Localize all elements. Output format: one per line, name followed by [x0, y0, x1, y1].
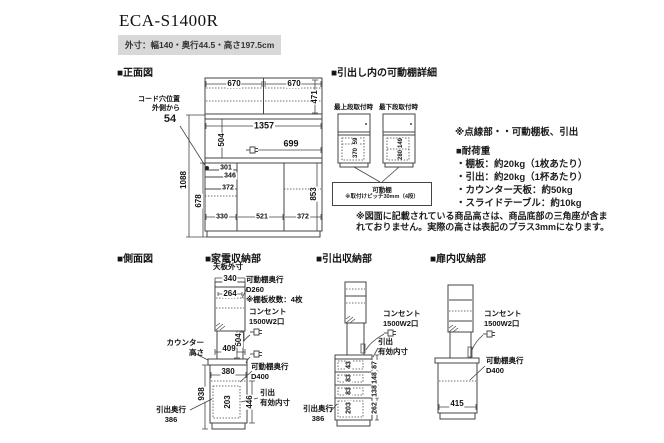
cord-hole-value: 54 — [163, 113, 177, 125]
door-dim-bottom-width: 415 — [449, 399, 465, 408]
movable-shelf-pitch-box: 可動棚 ※取付けピッチ30mm（4段） — [332, 182, 432, 206]
drawer-inner-dim-1: 43 — [345, 360, 353, 370]
side-dim-counter-height: 938 — [197, 386, 206, 402]
side-dim-lower-inner: 380 — [220, 367, 236, 376]
drawer-outer-dim-2: 148 — [371, 371, 379, 385]
front-dim-top-left: 670 — [226, 79, 242, 88]
side-view-drawing — [150, 262, 310, 440]
side-drawer-depth-label: 引出奥行 386 — [156, 405, 186, 424]
door-outlet-label: コンセント 1500W2口 — [484, 309, 522, 328]
drawer-clear-label: 引出 有効内寸 — [378, 337, 408, 356]
shelf-detail-drawing — [330, 100, 432, 208]
shelf-detail-right-dim-top: 149 — [398, 137, 404, 149]
drawer-outer-dim-1: 87 — [371, 360, 379, 370]
height-disclaimer-note: ※図面に記載されている商品高さは、商品底部の三角座が含ま れておりません。実際の… — [356, 211, 610, 232]
side-dim-top-width: 340 — [222, 274, 238, 283]
heading-front-view: ■正面図 — [117, 68, 154, 79]
shelf-detail-right-caption: 最下段取付時 — [379, 104, 418, 111]
drawer-outlet-label: コンセント 1500W2口 — [383, 309, 421, 328]
load-capacity-heading: ■耐荷重 — [456, 146, 491, 157]
shelf-detail-left-dim-top: 59 — [353, 137, 359, 145]
front-dim-counter-right: 699 — [282, 138, 300, 149]
front-dim-left-inner: 678 — [194, 193, 203, 209]
side-drawer-clear-label: 引出 有効内寸 — [260, 388, 290, 407]
heading-appliance-section: ■家電収納部 — [205, 254, 262, 265]
shelf-detail-right-dim-bottom: 280 — [398, 149, 404, 161]
shelf-detail-left-dim-bottom: 370 — [353, 147, 359, 159]
side-top-caption: 天板外寸 — [213, 262, 243, 271]
drawer-inner-dim-3: 83 — [345, 386, 353, 396]
product-model-title: ECA-S1400R — [119, 11, 219, 30]
dotted-line-note: ※点線部・・可動棚板、引出 — [455, 127, 579, 138]
side-dim-top-inner: 264 — [222, 289, 238, 298]
side-dim-drawer-height: 446 — [245, 394, 254, 410]
front-dim-middle-width: 1357 — [252, 120, 276, 131]
load-capacity-item-1: ・棚板：約20kg（1枚あたり） — [456, 159, 588, 170]
side-shelf-depth-bottom-label: 可動棚奥行 D400 — [251, 362, 289, 381]
drawer-outer-dim-3: 138 — [371, 384, 379, 398]
front-dim-open-height: 504 — [217, 132, 226, 148]
front-dim-shelf3: 372 — [221, 184, 235, 192]
pitch-box-note: ※取付けピッチ30mm（4段） — [345, 194, 419, 200]
front-dim-shelf2: 346 — [223, 172, 237, 180]
load-capacity-item-2: ・引出：約20kg（1杯あたり） — [456, 172, 588, 183]
front-dim-lower-height: 853 — [309, 186, 318, 202]
pitch-box-title: 可動棚 — [372, 186, 392, 194]
heading-shelf-detail: ■引出し内の可動棚詳細 — [331, 68, 438, 79]
side-dim-counter-depth: 409 — [221, 344, 237, 353]
heading-drawer-section: ■引出収納部 — [316, 254, 373, 265]
cord-hole-label: コード穴位置 外側から — [138, 96, 180, 113]
drawer-inner-dim-4: 203 — [345, 401, 353, 415]
drawer-depth-label: 引出奥行 386 — [303, 404, 333, 423]
front-dim-shelf1: 301 — [219, 164, 233, 172]
front-dim-top-right: 670 — [286, 79, 302, 88]
side-shelf-depth-top-label: 可動棚奥行 D260 ※棚板枚数：4枚 — [246, 275, 303, 304]
heading-door-section: ■扉内収納部 — [430, 254, 487, 265]
door-view-drawing — [425, 262, 540, 427]
front-dim-bottom-right: 372 — [296, 213, 310, 221]
load-capacity-item-4: ・スライドテーブル：約10kg — [456, 198, 582, 209]
heading-side-view: ■側面図 — [117, 254, 154, 265]
front-dim-bottom-left: 330 — [215, 213, 229, 221]
load-capacity-item-3: ・カウンター天板：約50kg — [456, 185, 573, 196]
side-dim-drawer-inner: 203 — [223, 394, 232, 410]
shelf-detail-left-caption: 最上段取付時 — [334, 104, 373, 111]
door-shelf-depth-label: 可動棚奥行 D400 — [486, 356, 524, 375]
front-dim-left-outer: 1088 — [179, 170, 188, 190]
side-outlet-label: コンセント 1500W2口 — [249, 307, 287, 326]
drawer-inner-dim-2: 83 — [345, 373, 353, 383]
outer-dimensions-bar: 外寸：幅140・奥行44.5・高さ197.5cm — [118, 35, 282, 55]
front-dim-bottom-mid: 521 — [255, 213, 269, 221]
drawer-outer-dim-4: 262 — [371, 401, 379, 415]
front-dim-upper-height: 471 — [310, 89, 319, 105]
side-counter-height-label: カウンター 高さ — [166, 338, 205, 357]
